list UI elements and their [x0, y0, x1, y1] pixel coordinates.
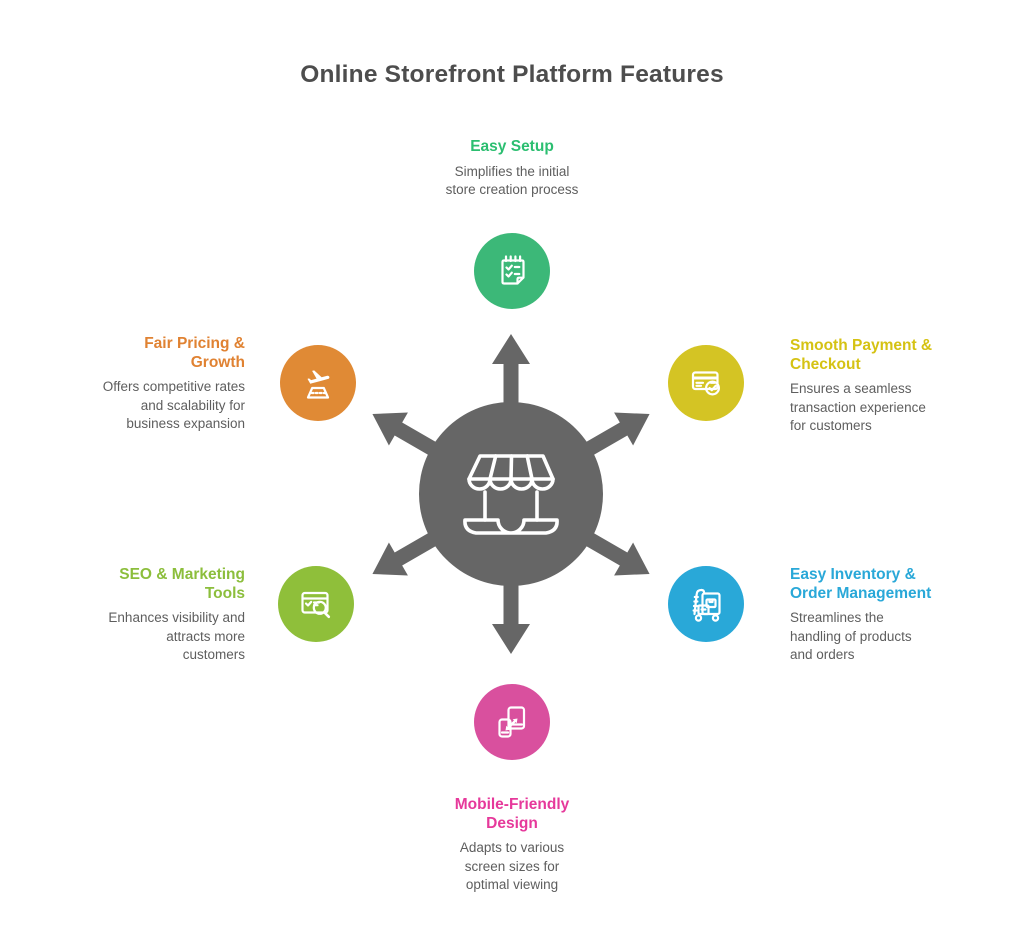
text-line: transaction experience [790, 399, 926, 415]
badge-easy-setup [474, 233, 550, 309]
storefront-icon [463, 454, 559, 535]
feature-mobile-friendly-description: Adapts to various screen sizes for optimal… [387, 839, 637, 895]
text-line: Enhances visibility and [108, 610, 245, 625]
feature-fair-pricing: Fair Pricing &Growth Offers competitive … [55, 335, 245, 434]
text-line: Smooth Payment & [790, 337, 933, 354]
text-line: Checkout [790, 355, 861, 373]
text-line: customers [182, 647, 245, 662]
text-line: and scalability for [140, 397, 245, 413]
feature-fair-pricing-title: Fair Pricing &Growth [55, 335, 245, 372]
seo-search-window-icon [301, 591, 331, 619]
feature-smooth-payment: Smooth Payment &Checkout Ensures a seaml… [790, 337, 995, 436]
plane-takeoff-icon [306, 370, 330, 399]
feature-easy-inventory: Easy Inventory &Order Management Streaml… [790, 566, 995, 665]
text-line: Growth [190, 353, 245, 371]
text-line: Design [486, 814, 538, 832]
badge-mobile-friendly [474, 684, 550, 760]
spoke-arrows [362, 334, 660, 654]
text-line: attracts more [166, 628, 245, 644]
badge-smooth-payment [668, 345, 744, 421]
handtruck-boxes-icon [692, 588, 721, 622]
badge-easy-inventory [668, 566, 744, 642]
credit-card-check-icon [691, 371, 721, 396]
text-line: store creation process [445, 182, 579, 197]
checklist-notepad-icon [501, 255, 525, 285]
feature-easy-inventory-title: Easy Inventory &Order Management [790, 566, 995, 603]
text-line: Simplifies the initial [454, 163, 570, 179]
badge-seo-marketing [278, 566, 354, 642]
feature-smooth-payment-description: Ensures a seamless transaction experience… [790, 380, 995, 436]
text-line: SEO & Marketing [119, 566, 245, 583]
text-line: handling of products [790, 628, 912, 644]
text-line: Ensures a seamless [790, 381, 912, 396]
feature-easy-inventory-description: Streamlines the handling of products and o… [790, 609, 995, 665]
text-line: optimal viewing [465, 877, 559, 892]
text-line: screen sizes for [464, 858, 560, 874]
feature-seo-marketing-description: Enhances visibility and attracts more cust… [55, 609, 245, 665]
hub-circle [419, 402, 603, 586]
text-line: for customers [790, 418, 872, 433]
text-line: Easy Inventory & [790, 566, 916, 583]
text-line: Mobile-Friendly [454, 796, 570, 813]
text-line: Order Management [790, 584, 932, 602]
page-title: Online Storefront Platform Features [300, 61, 724, 88]
text-line: Tools [204, 584, 245, 602]
text-line: business expansion [126, 416, 245, 431]
text-line: Offers competitive rates [102, 379, 245, 394]
text-line: Fair Pricing & [144, 335, 245, 352]
responsive-devices-icon [498, 706, 526, 738]
text-line: Streamlines the [790, 610, 884, 625]
feature-fair-pricing-description: Offers competitive rates and scalability … [55, 378, 245, 434]
feature-easy-setup-title: Easy Setup [387, 138, 637, 157]
feature-easy-setup: Easy Setup Simplifies the initial store c… [387, 138, 637, 200]
hub-spokes [362, 334, 660, 654]
text-line: and orders [790, 647, 855, 662]
text-line: Adapts to various [459, 840, 565, 855]
feature-easy-setup-description: Simplifies the initial store creation pro… [387, 163, 637, 200]
feature-smooth-payment-title: Smooth Payment &Checkout [790, 337, 995, 374]
badge-fair-pricing [280, 345, 356, 421]
text-line: Easy Setup [470, 138, 554, 155]
